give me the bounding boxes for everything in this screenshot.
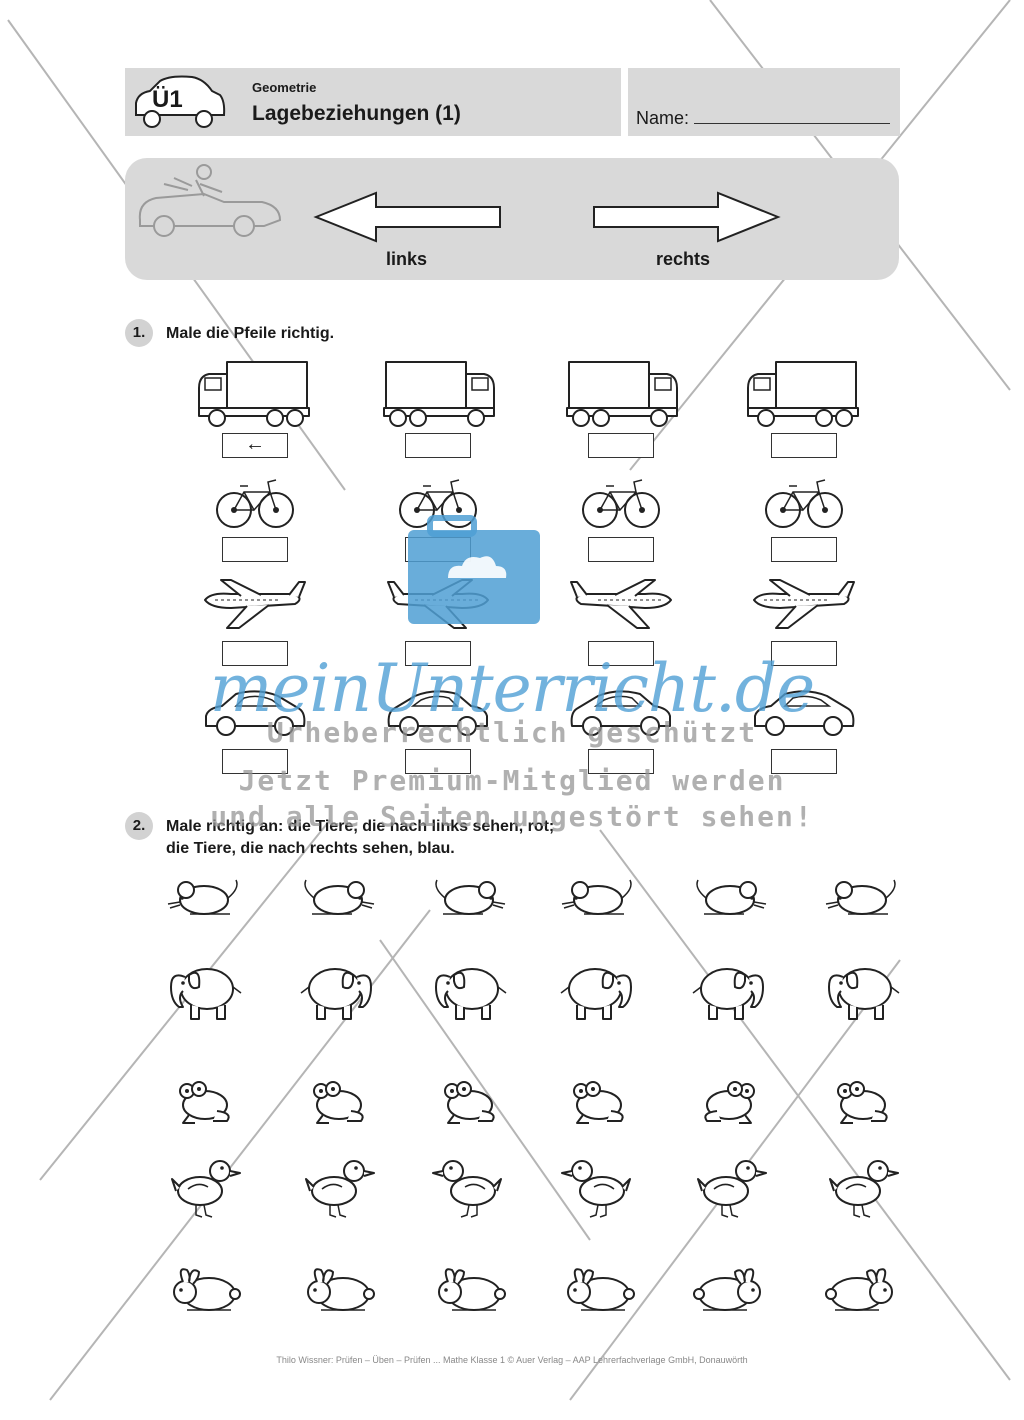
- arrow-answer-box[interactable]: [405, 749, 471, 774]
- arrow-left-icon: [313, 191, 501, 243]
- mouse-icon: [825, 879, 896, 915]
- rabbit-icon: [825, 1268, 893, 1311]
- elephant-icon: [692, 968, 764, 1020]
- rabbit-icon: [307, 1268, 375, 1311]
- arrow-answer-box[interactable]: [588, 537, 654, 562]
- task-2-instruction-line-2: die Tiere, die nach rechts sehen, blau.: [166, 840, 455, 857]
- duck-icon: [697, 1160, 767, 1218]
- frog-icon: [179, 1081, 230, 1124]
- arrow-right-icon: [593, 191, 781, 243]
- car-icon: [387, 690, 488, 736]
- arrow-answer-box[interactable]: [222, 749, 288, 774]
- airplane-icon: [204, 579, 306, 629]
- arrow-answer-box[interactable]: [222, 537, 288, 562]
- car-icon: [754, 690, 855, 736]
- bicycle-icon: [582, 479, 660, 528]
- rabbit-icon: [693, 1268, 761, 1311]
- duck-icon: [432, 1160, 502, 1218]
- mouse-icon: [167, 879, 238, 915]
- task-2-instruction-line-1: Male richtig an: die Tiere, die nach lin…: [166, 818, 555, 835]
- arrow-answer-box[interactable]: [771, 749, 837, 774]
- arrow-answer-box[interactable]: [588, 433, 654, 458]
- convertible-driver-icon: [138, 164, 282, 237]
- example-arrow: ←: [245, 433, 265, 455]
- name-field-line[interactable]: [694, 123, 890, 124]
- arrow-answer-box[interactable]: [222, 641, 288, 666]
- arrow-answer-box[interactable]: [405, 433, 471, 458]
- arrow-answer-box[interactable]: [588, 749, 654, 774]
- arrow-answer-box[interactable]: [771, 537, 837, 562]
- footer-copyright: Thilo Wissner: Prüfen – Üben – Prüfen ..…: [276, 1355, 748, 1365]
- watermark-line-2: Jetzt Premium-Mitglied werden: [238, 764, 786, 797]
- elephant-icon: [828, 968, 900, 1020]
- bicycle-icon: [216, 479, 294, 528]
- mouse-icon: [435, 879, 506, 915]
- page-title: Lagebeziehungen (1): [252, 102, 461, 125]
- mouse-icon: [696, 879, 767, 915]
- right-label: rechts: [656, 249, 711, 269]
- arrow-answer-box[interactable]: [405, 641, 471, 666]
- exercise-badge: Ü1: [152, 86, 183, 113]
- duck-icon: [171, 1160, 241, 1218]
- task-1-instruction: Male die Pfeile richtig.: [166, 325, 335, 342]
- truck-icon: [566, 361, 678, 427]
- airplane-icon: [753, 579, 855, 629]
- watermark-brand: meinUnterricht.de: [209, 650, 815, 727]
- task-1-number: 1.: [125, 319, 153, 347]
- frog-icon: [837, 1081, 888, 1124]
- frog-icon: [444, 1081, 495, 1124]
- rabbit-icon: [438, 1268, 506, 1311]
- rabbit-icon: [567, 1268, 635, 1311]
- car-icon: [205, 690, 306, 736]
- elephant-icon: [300, 968, 372, 1020]
- duck-icon: [305, 1160, 375, 1218]
- truck-icon: [198, 361, 310, 427]
- frog-icon: [573, 1081, 624, 1124]
- arrow-answer-box[interactable]: [588, 641, 654, 666]
- car-icon: [570, 690, 671, 736]
- mouse-icon: [561, 879, 632, 915]
- briefcase-logo-icon: [408, 515, 540, 624]
- car-badge-icon: [135, 75, 226, 128]
- header-name-panel: [628, 68, 900, 136]
- mouse-icon: [304, 879, 375, 915]
- left-label: links: [386, 249, 428, 269]
- truck-icon: [747, 361, 859, 427]
- elephant-icon: [560, 968, 632, 1020]
- frog-icon: [313, 1081, 364, 1124]
- arrow-answer-box[interactable]: [771, 433, 837, 458]
- duck-icon: [561, 1160, 631, 1218]
- arrow-answer-box[interactable]: ←: [222, 433, 288, 458]
- bicycle-icon: [765, 479, 843, 528]
- frog-icon: [704, 1081, 755, 1124]
- name-label: Name:: [636, 108, 690, 128]
- duck-icon: [829, 1160, 899, 1218]
- rabbit-icon: [173, 1268, 241, 1311]
- watermark-line-3: und alle Seiten ungestört sehen!: [210, 800, 814, 833]
- airplane-icon: [570, 579, 672, 629]
- subject-label: Geometrie: [252, 80, 317, 95]
- task-2-number: 2.: [125, 812, 153, 840]
- elephant-icon: [170, 968, 242, 1020]
- arrow-answer-box[interactable]: [771, 641, 837, 666]
- truck-icon: [383, 361, 495, 427]
- watermark-line-1: Urheberrechtlich geschützt: [266, 716, 758, 749]
- elephant-icon: [435, 968, 507, 1020]
